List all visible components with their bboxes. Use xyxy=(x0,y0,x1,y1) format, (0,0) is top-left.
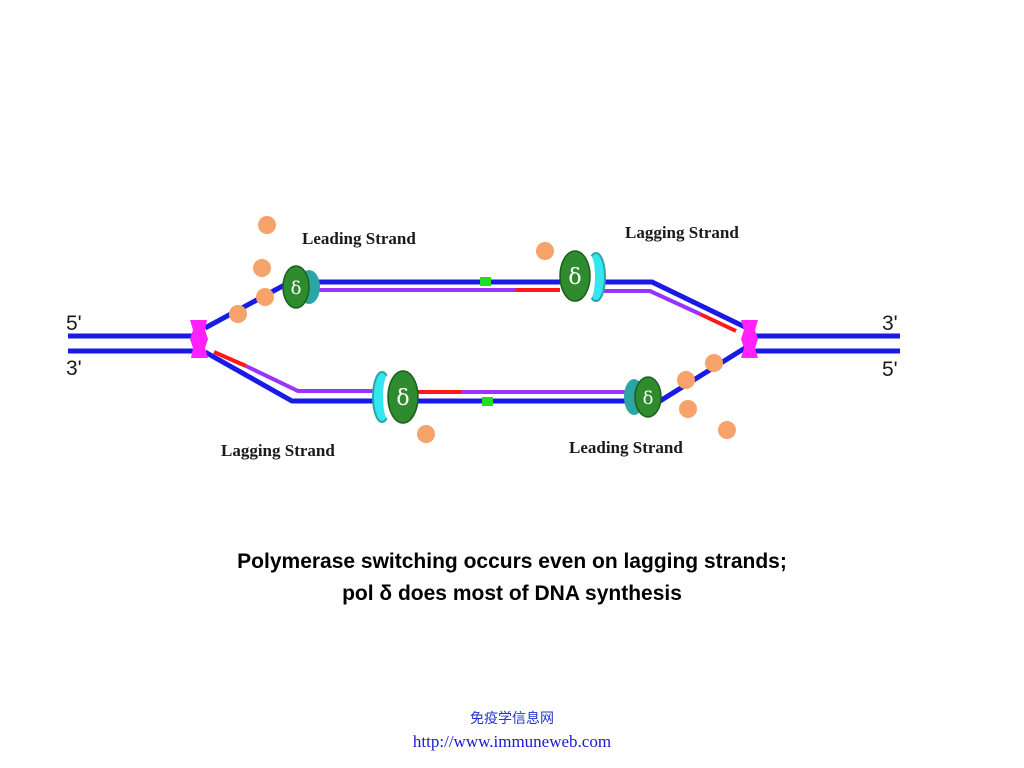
protein-dot xyxy=(677,371,695,389)
label-top-lagging-strand: Lagging Strand xyxy=(625,223,739,242)
delta-symbol: δ xyxy=(643,388,654,409)
protein-dot xyxy=(256,288,274,306)
bottom-template-strand xyxy=(203,345,747,404)
protein-dot xyxy=(258,216,276,234)
polymerase-delta-bottom-right: δ xyxy=(624,376,662,418)
footer-url-link[interactable]: http://www.immuneweb.com xyxy=(412,732,612,751)
protein-dot xyxy=(718,421,736,439)
caption-line-1: Polymerase switching occurs even on lagg… xyxy=(237,550,787,573)
top-junction-marker xyxy=(480,277,491,286)
end-label-right-bottom: 5' xyxy=(882,358,898,381)
end-label-left-bottom: 3' xyxy=(66,357,82,380)
protein-dot xyxy=(679,400,697,418)
right-parental-duplex xyxy=(752,333,900,354)
end-label-right-top: 3' xyxy=(882,312,898,335)
caption-line-2: pol δ does most of DNA synthesis xyxy=(342,582,682,605)
protein-dot xyxy=(705,354,723,372)
protein-dot xyxy=(536,242,554,260)
protein-dots xyxy=(229,216,736,443)
bottom-lagging-primer xyxy=(213,350,247,368)
label-bottom-leading-strand: Leading Strand xyxy=(569,438,683,457)
polymerase-delta-bottom-left: δ xyxy=(372,370,419,424)
top-template-strand xyxy=(203,279,747,331)
left-parental-duplex xyxy=(68,333,196,354)
delta-symbol: δ xyxy=(568,265,581,290)
protein-dot xyxy=(253,259,271,277)
polymerase-delta-top-right: δ xyxy=(559,250,606,302)
right-replication-fork xyxy=(741,320,758,358)
protein-dot xyxy=(229,305,247,323)
bottom-lagging-new-strand xyxy=(245,364,380,393)
top-lagging-primer xyxy=(699,312,737,333)
bottom-junction-marker xyxy=(482,397,493,406)
delta-symbol: δ xyxy=(396,386,409,411)
left-replication-fork xyxy=(190,320,208,358)
label-bottom-lagging-strand: Lagging Strand xyxy=(221,441,335,460)
delta-symbol: δ xyxy=(291,278,302,299)
footer-site-name: 免疫学信息网 xyxy=(470,711,554,724)
label-top-leading-strand: Leading Strand xyxy=(302,229,416,248)
top-lagging-new-strand xyxy=(604,289,701,316)
end-label-left-top: 5' xyxy=(66,312,82,335)
polymerase-delta-top-left: δ xyxy=(282,265,320,309)
protein-dot xyxy=(417,425,435,443)
